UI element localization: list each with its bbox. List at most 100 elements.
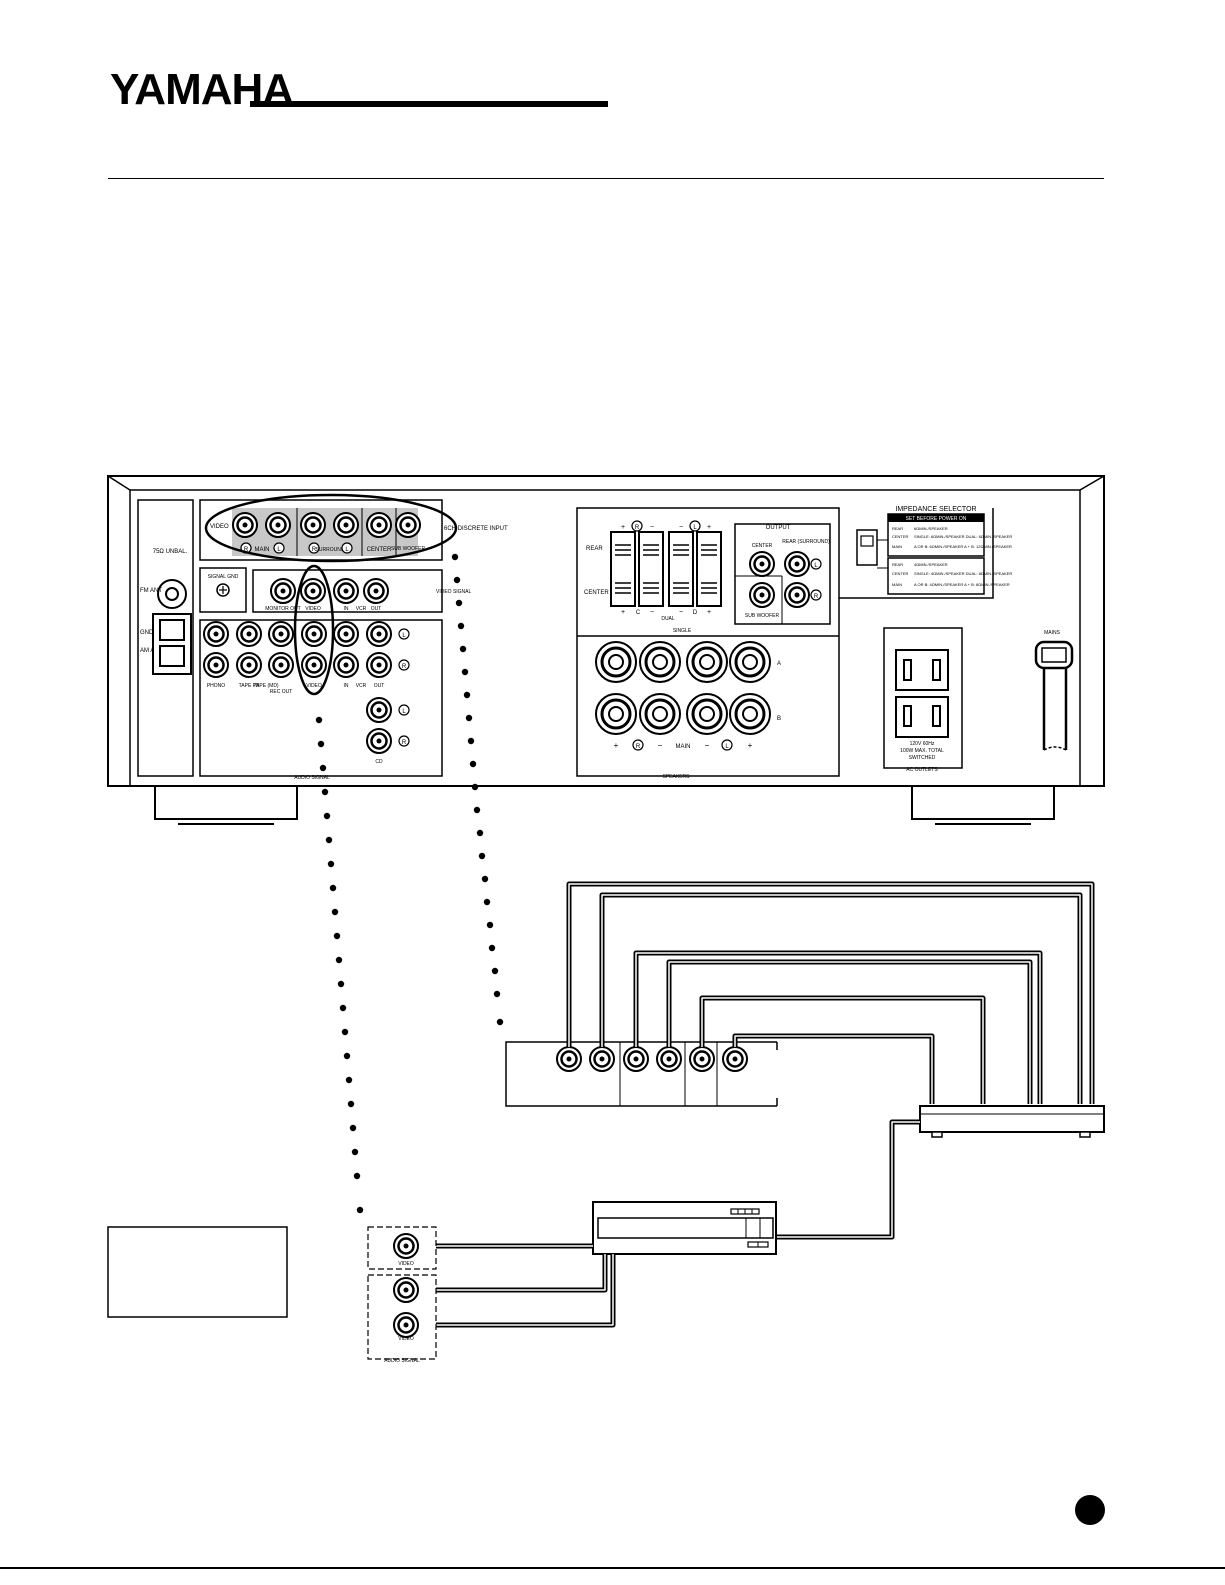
svg-text:PHONO: PHONO bbox=[207, 683, 225, 689]
output-subsection: OUTPUT CENTER REAR (SURROUND) L R SUB WO… bbox=[734, 523, 831, 625]
player-cables bbox=[406, 1243, 616, 1328]
svg-text:REAR: REAR bbox=[892, 562, 903, 567]
svg-text:REAR (SURROUND): REAR (SURROUND) bbox=[782, 539, 830, 545]
svg-text:VIDEO SIGNAL: VIDEO SIGNAL bbox=[436, 589, 472, 595]
dotted-path-video bbox=[315, 716, 364, 1214]
mains-cord: MAINS bbox=[1034, 630, 1074, 751]
svg-text:CENTER: CENTER bbox=[752, 543, 773, 549]
impedance-selector: IMPEDANCE SELECTOR SET BEFORE POWER ON R… bbox=[839, 506, 1012, 599]
svg-text:VIDEO: VIDEO bbox=[210, 524, 229, 530]
svg-text:MAIN: MAIN bbox=[892, 544, 902, 549]
svg-text:−: − bbox=[705, 741, 710, 750]
note-box bbox=[107, 1226, 288, 1318]
svg-text:R: R bbox=[244, 547, 249, 553]
svg-text:TAPE (MD): TAPE (MD) bbox=[253, 683, 279, 689]
subwoofer-output-jack bbox=[748, 581, 776, 609]
speaker-section: REAR CENTER + R − − L + + C − − D bbox=[576, 507, 840, 780]
svg-text:MAIN: MAIN bbox=[676, 744, 691, 750]
svg-text:L: L bbox=[693, 525, 697, 531]
svg-text:120V 60Hz: 120V 60Hz bbox=[910, 741, 935, 747]
svg-text:CENTER: CENTER bbox=[367, 547, 392, 553]
svg-text:A OR B: 6ΩMIN./SPEAKER A + B:: A OR B: 6ΩMIN./SPEAKER A + B: 12ΩMIN./SP… bbox=[914, 544, 1012, 549]
svg-text:+: + bbox=[707, 609, 711, 616]
svg-text:R: R bbox=[814, 594, 819, 600]
svg-text:MAIN: MAIN bbox=[892, 582, 902, 587]
svg-text:IMPEDANCE SELECTOR: IMPEDANCE SELECTOR bbox=[895, 506, 976, 513]
svg-text:−: − bbox=[658, 741, 663, 750]
subwoofer-jack bbox=[394, 511, 422, 539]
svg-text:GND: GND bbox=[140, 630, 154, 636]
svg-text:AM ANT: AM ANT bbox=[140, 648, 163, 654]
audio-signal-section: L R L R PHONO TAPE PB TAPE (MD) REC OUT … bbox=[199, 564, 443, 781]
foot-right bbox=[911, 785, 1055, 820]
signal-gnd: SIGNAL GND bbox=[199, 567, 247, 613]
rear-l-output-jack bbox=[783, 550, 811, 578]
six-channel-output-panel bbox=[505, 1041, 778, 1107]
svg-text:CD: CD bbox=[375, 759, 383, 765]
decoder-player-cable bbox=[776, 1119, 920, 1240]
svg-text:OUT: OUT bbox=[371, 606, 382, 612]
svg-text:OUT: OUT bbox=[374, 683, 385, 689]
svg-text:SPEAKERS: SPEAKERS bbox=[663, 774, 691, 780]
svg-text:L: L bbox=[402, 633, 406, 639]
page-bottom-rule bbox=[0, 1567, 1225, 1569]
svg-text:L: L bbox=[402, 709, 406, 715]
svg-text:REC OUT: REC OUT bbox=[270, 689, 293, 695]
svg-text:VIDEO: VIDEO bbox=[306, 683, 322, 689]
svg-text:VIDEO: VIDEO bbox=[398, 1261, 414, 1267]
svg-text:MAIN: MAIN bbox=[255, 547, 270, 553]
bottom-jack-panel: VIDEO VIDEO AUDIO SIGNAL bbox=[367, 1226, 437, 1364]
svg-text:MAINS: MAINS bbox=[1044, 630, 1061, 636]
svg-text:SWITCHED: SWITCHED bbox=[909, 755, 936, 761]
discrete-input-highlight bbox=[204, 493, 458, 563]
svg-text:SET BEFORE POWER ON: SET BEFORE POWER ON bbox=[906, 516, 967, 522]
svg-text:D: D bbox=[693, 610, 698, 616]
svg-text:−: − bbox=[650, 609, 654, 616]
surround-r-jack bbox=[299, 511, 327, 539]
vcr-out-jack bbox=[362, 577, 390, 605]
svg-text:AUDIO SIGNAL: AUDIO SIGNAL bbox=[384, 1358, 420, 1364]
svg-text:+: + bbox=[707, 524, 711, 531]
svg-text:L: L bbox=[814, 563, 818, 569]
svg-text:100W MAX. TOTAL: 100W MAX. TOTAL bbox=[900, 748, 944, 754]
svg-text:R: R bbox=[402, 740, 407, 746]
main-l-jack bbox=[264, 511, 292, 539]
svg-text:R: R bbox=[312, 547, 317, 553]
page-number-marker bbox=[1075, 1495, 1105, 1525]
rear-r-output-jack bbox=[783, 581, 811, 609]
svg-text:−: − bbox=[679, 609, 683, 616]
svg-text:+: + bbox=[621, 609, 625, 616]
header-rule bbox=[250, 101, 608, 107]
svg-text:VIDEO: VIDEO bbox=[398, 1336, 414, 1342]
svg-text:+: + bbox=[748, 741, 753, 750]
svg-text:TAPE PB: TAPE PB bbox=[239, 683, 260, 689]
svg-text:FM ANT: FM ANT bbox=[140, 588, 162, 594]
monitor-out-jack bbox=[269, 577, 297, 605]
svg-text:−: − bbox=[650, 524, 654, 531]
svg-text:VCR: VCR bbox=[356, 606, 367, 612]
svg-text:+: + bbox=[614, 741, 619, 750]
svg-text:+: + bbox=[621, 524, 625, 531]
svg-text:VCR: VCR bbox=[356, 683, 367, 689]
svg-text:L: L bbox=[725, 744, 729, 750]
svg-text:C: C bbox=[636, 610, 641, 616]
svg-text:R: R bbox=[402, 664, 407, 670]
svg-text:SINGLE: 6ΩMIN./SPEAKER DUAL: 6: SINGLE: 6ΩMIN./SPEAKER DUAL: 6ΩMIN./SPEA… bbox=[914, 534, 1012, 539]
svg-text:CENTER: CENTER bbox=[892, 534, 909, 539]
svg-text:OUTPUT: OUTPUT bbox=[766, 525, 791, 531]
six-channel-cables bbox=[566, 881, 1095, 1104]
center-jack bbox=[365, 511, 393, 539]
svg-text:SINGLE: 4ΩMIN./SPEAKER DUAL: 8: SINGLE: 4ΩMIN./SPEAKER DUAL: 8ΩMIN./SPEA… bbox=[914, 571, 1012, 576]
svg-text:CENTER: CENTER bbox=[892, 571, 909, 576]
video-in-jack bbox=[299, 577, 327, 605]
player-unit bbox=[592, 1201, 777, 1255]
svg-text:4ΩMIN./SPEAKER: 4ΩMIN./SPEAKER bbox=[914, 562, 948, 567]
svg-text:SUB WOOFER: SUB WOOFER bbox=[391, 546, 426, 552]
svg-text:R: R bbox=[636, 744, 641, 750]
center-output-jack bbox=[748, 550, 776, 578]
audio-video-l-jack bbox=[300, 620, 328, 648]
dotted-path-discrete bbox=[451, 553, 504, 1026]
svg-text:IN: IN bbox=[344, 683, 349, 689]
svg-text:6CH DISCRETE INPUT: 6CH DISCRETE INPUT bbox=[444, 526, 508, 532]
